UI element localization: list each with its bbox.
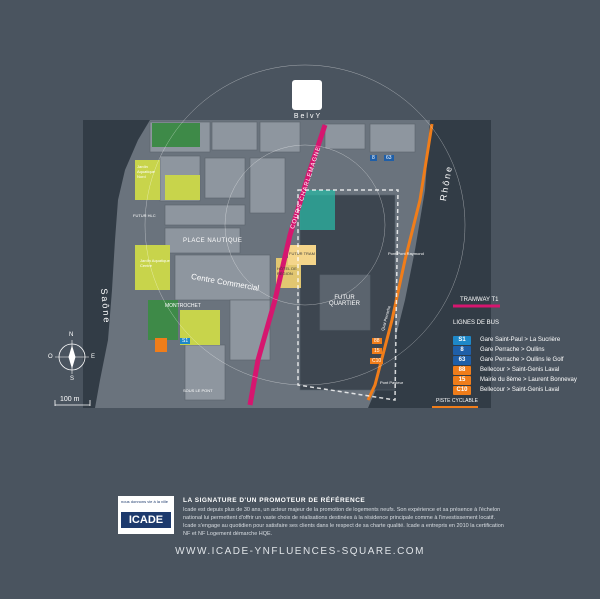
bus-line-badge: 15 <box>453 376 471 385</box>
footer-line-1: Icade est depuis plus de 30 ans, un acte… <box>183 507 501 513</box>
futur-tram-block <box>288 245 316 265</box>
jardin-nord-label: Jardin Aquatique Nord <box>137 164 156 179</box>
bus-line-badge: C10 <box>453 386 471 395</box>
legend-tramway-label: TRAMWAY T1 <box>460 297 499 303</box>
futur-quartier-label: FUTUR QUARTIER <box>329 295 360 307</box>
bus-line-route: Mairie du 8ème > Laurent Bonnevay <box>480 377 577 383</box>
project-site <box>300 190 335 230</box>
scale-bar <box>54 400 91 406</box>
bus-legend-row: 15 Mairie du 8ème > Laurent Bonnevay <box>453 376 583 386</box>
brand-name: BelvY <box>293 113 323 120</box>
place-nautique-label: PLACE NAUTIQUE <box>183 238 243 244</box>
footer-line-2: national lui permettent d'offrir un vast… <box>183 515 495 521</box>
bus-legend-row: 88 Bellecour > Saint-Genis Laval <box>453 366 583 376</box>
compass-east: E <box>91 354 96 360</box>
bus-line-badge: S1 <box>453 336 471 345</box>
futur-quartier-outline <box>297 189 399 401</box>
bus-marker-15: 15 <box>372 348 382 354</box>
sous-le-pont-label: SOUS LE PONT <box>183 388 213 393</box>
jardin-centre-label: Jardin Aquatique Centre <box>140 258 170 268</box>
legend-bus-title: LIGNES DE BUS <box>453 320 500 326</box>
bus-marker-s1: S1 <box>180 338 191 344</box>
brand-logo <box>292 80 322 110</box>
bus-legend-row: 8 Gare Perrache > Oullins <box>453 346 583 356</box>
radius-circles <box>144 64 466 386</box>
icade-logo-name: ICADE <box>121 512 171 528</box>
bus-marker-88: 88 <box>372 338 382 344</box>
footer-line-3: Icade s'engage au quotidien pour satisfa… <box>183 523 504 529</box>
hotel-region-label: HÔTEL DE RÉGION <box>277 266 297 276</box>
montrochet-label: MONTROCHET <box>165 303 201 309</box>
river-saone <box>83 120 150 408</box>
bus-legend-row: 63 Gare Perrache > Oullins le Golf <box>453 356 583 366</box>
compass-west: O <box>48 354 53 360</box>
bus-legend-row: C10 Bellecour > Saint-Genis Laval <box>453 386 583 396</box>
bus-marker-63: 63 <box>384 155 394 161</box>
bus-line-route: Gare Saint-Paul > La Sucrière <box>480 337 561 343</box>
bus-line-badge: 8 <box>453 346 471 355</box>
bus-line-badge: 63 <box>453 356 471 365</box>
bus-line-badge: 88 <box>453 366 471 375</box>
street-pont-raymond: Pont Pont Raymond <box>388 251 424 256</box>
footer-title: LA SIGNATURE D'UN PROMOTEUR DE RÉFÉRENCE <box>183 497 366 504</box>
tram-line <box>247 124 328 406</box>
footer-line-4: NF et NF Logement démarche HQE. <box>183 531 273 537</box>
futur-hlc-label: FUTUR HLC <box>133 213 156 218</box>
bus-legend-row: S1 Gare Saint-Paul > La Sucrière <box>453 336 583 346</box>
bus-line-route: Bellecour > Saint-Genis Laval <box>480 387 560 393</box>
street-pont-pasteur: Pont Pasteur <box>380 380 404 385</box>
futur-tram-label: FUTUR TRAM <box>289 251 315 256</box>
compass-north: N <box>69 332 74 338</box>
bus-line-route: Gare Perrache > Oullins le Golf <box>480 357 564 363</box>
bus-marker-8: 8 <box>370 155 377 161</box>
scale-label: 100 m <box>60 396 80 403</box>
bus-marker-c10: C10 <box>370 358 384 364</box>
legend-bike-label: PISTE CYCLABLE <box>436 398 478 404</box>
orange-zone <box>155 338 167 352</box>
bus-line-route: Gare Perrache > Oullins <box>480 347 545 353</box>
compass <box>55 340 89 374</box>
icade-logo: nous donnons vie à la ville ICADE <box>118 496 174 534</box>
website-url[interactable]: WWW.ICADE-YNFLUENCES-SQUARE.COM <box>175 546 425 557</box>
icade-logo-tagline: nous donnons vie à la ville <box>121 499 168 504</box>
parks <box>135 123 220 345</box>
bike-path <box>366 123 434 401</box>
bus-line-route: Bellecour > Saint-Genis Laval <box>480 367 560 373</box>
compass-south: S <box>70 376 75 382</box>
